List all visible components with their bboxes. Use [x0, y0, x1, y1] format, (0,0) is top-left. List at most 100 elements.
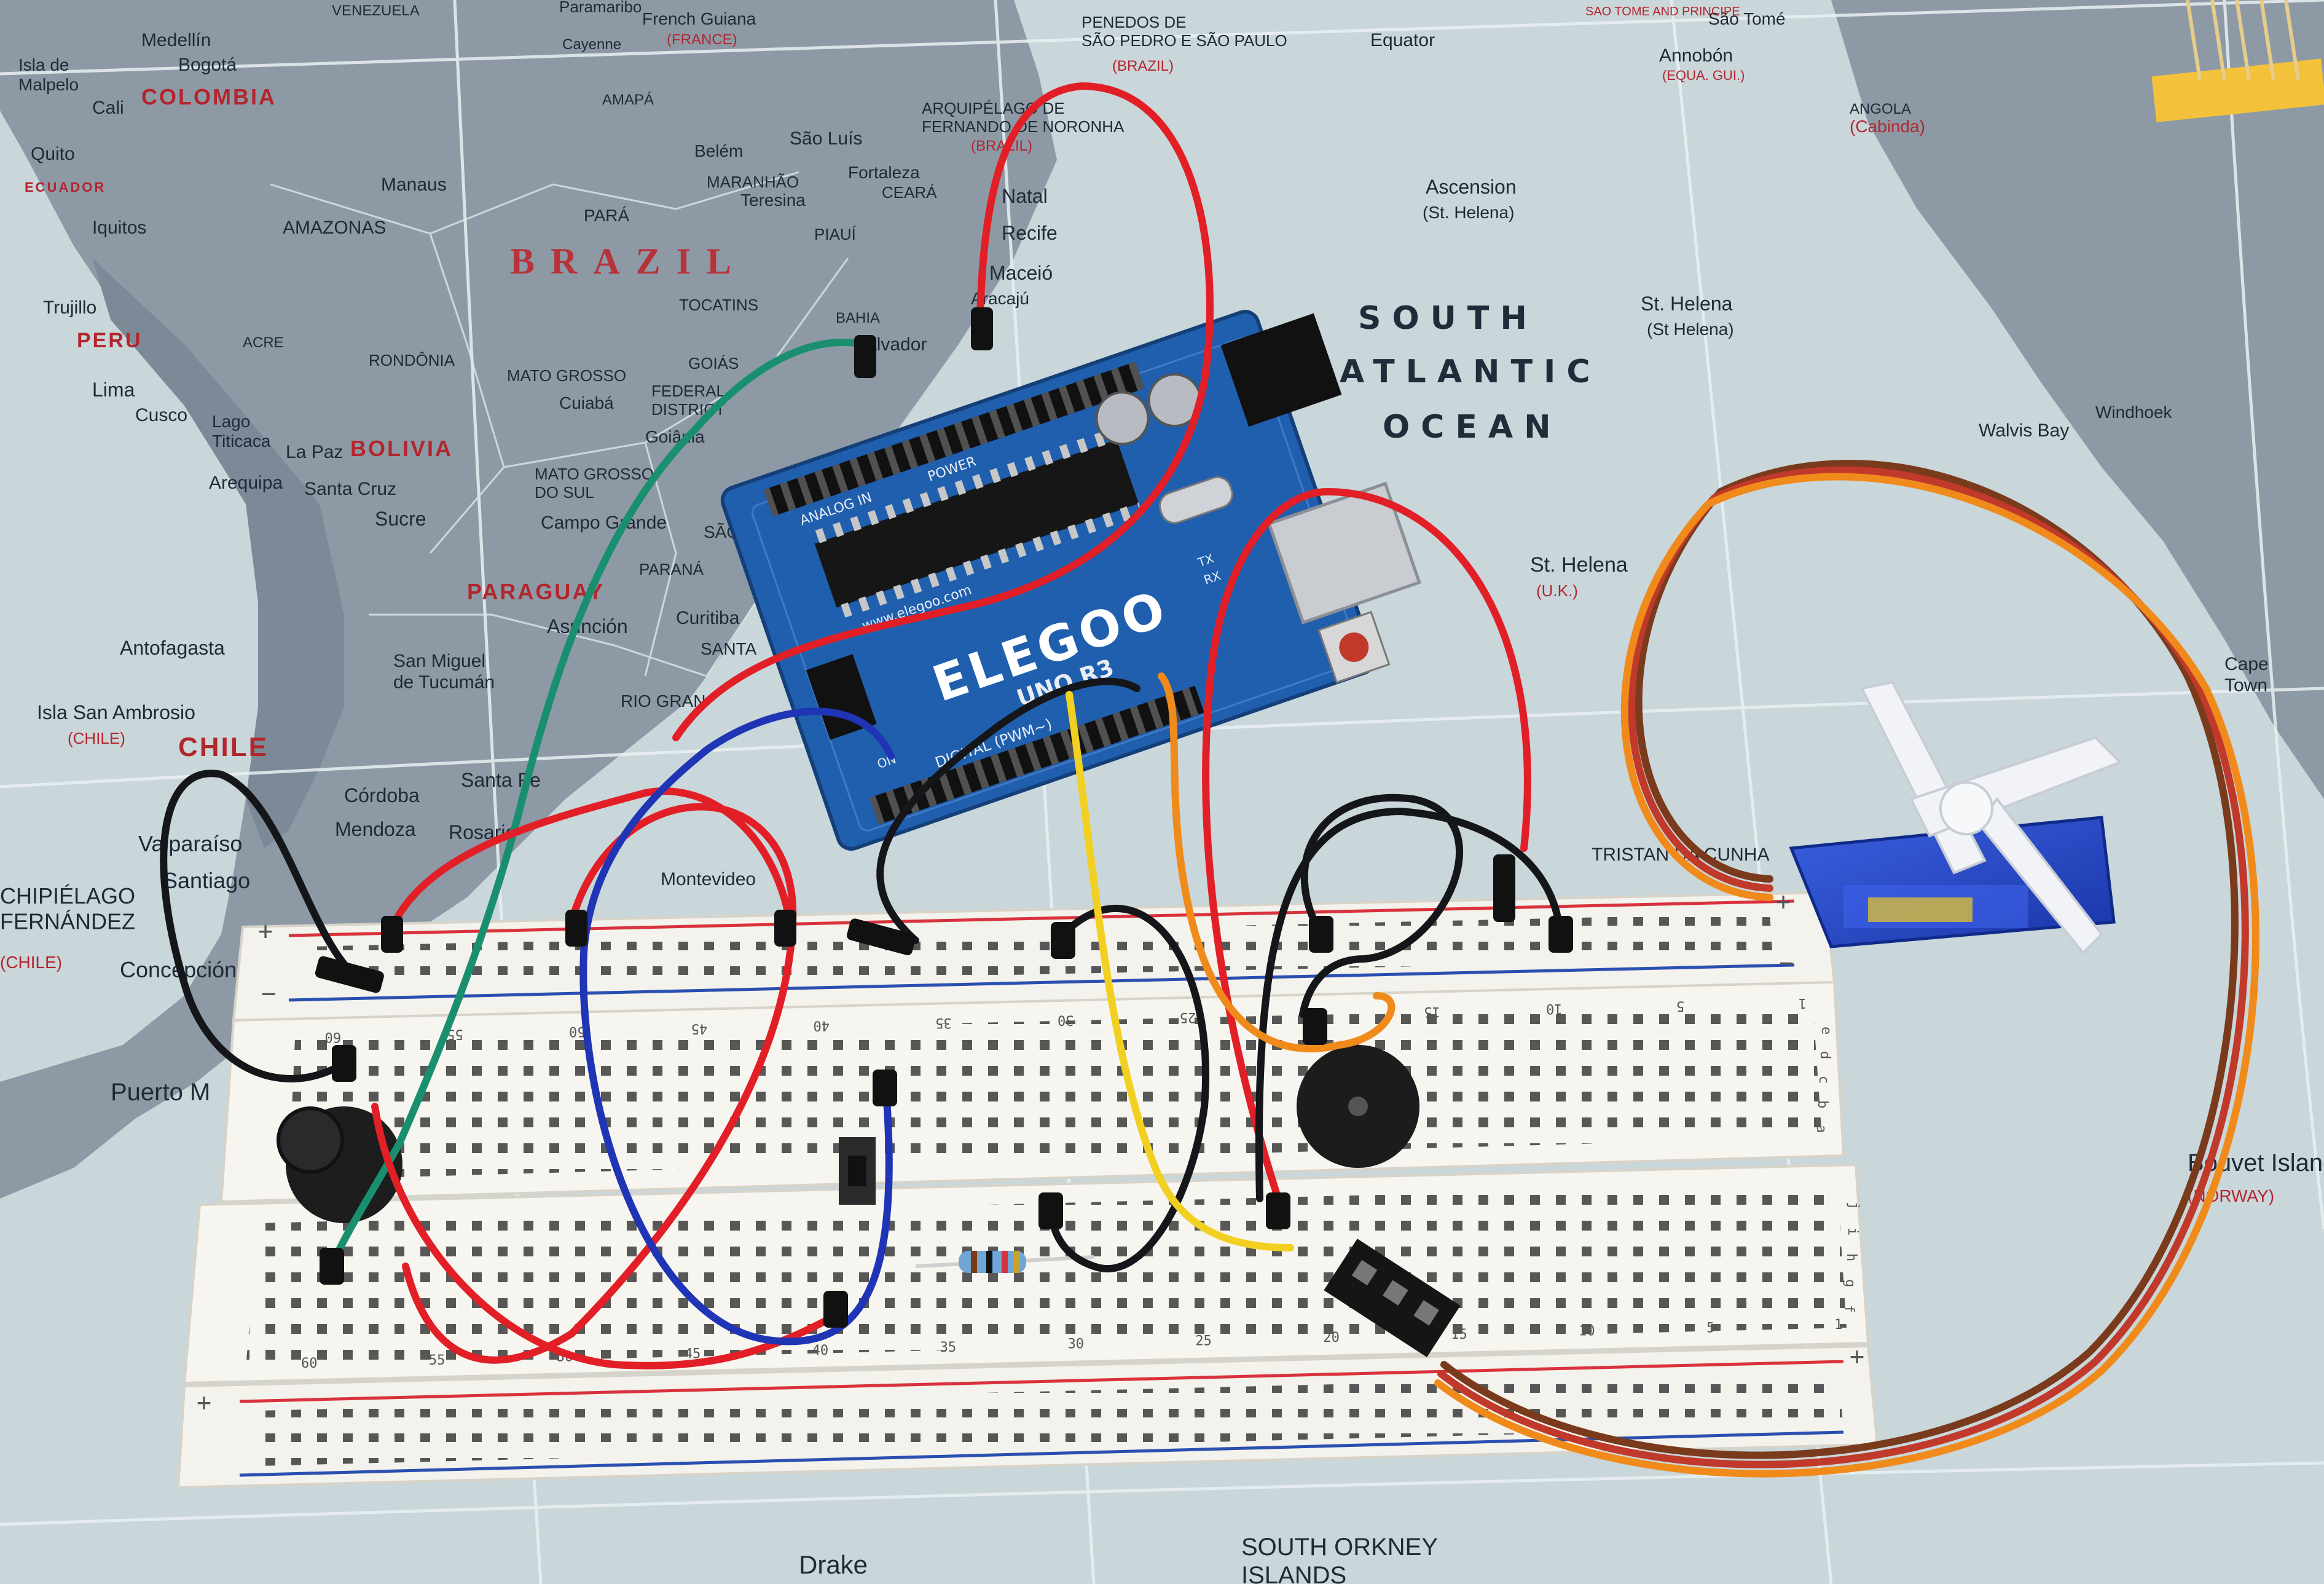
wire-black-left-loop	[160, 770, 360, 1082]
breadboard-column-number: 60	[301, 1356, 318, 1371]
map-label-walvis: Walvis Bay	[1979, 420, 2069, 441]
map-label-tocantins: TOCATINS	[679, 296, 758, 314]
map-label-medellin: Medellín	[141, 30, 211, 50]
svg-text:ATLANTIC: ATLANTIC	[1340, 353, 1601, 390]
map-label-fortaleza: Fortaleza	[848, 163, 920, 182]
breadboard-column-number: 30	[1068, 1337, 1085, 1352]
servo-cable-red	[1437, 466, 2249, 1468]
servo-cable-orange	[1434, 473, 2259, 1478]
country-label-peru: PERU	[77, 329, 142, 352]
map-label-acre: ACRE	[243, 334, 284, 351]
map-label-quito: Quito	[31, 144, 75, 164]
map-label-saotomeprincipe: SAO TOME AND PRINCIPE	[1585, 5, 1740, 18]
map-label-venezuela: VENEZUELA	[332, 2, 420, 19]
map-label-chile_sub2: (CHILE)	[0, 953, 62, 972]
map-label-angola: ANGOLA	[1850, 101, 1911, 117]
rail-plus-symbol-top-left: +	[258, 917, 273, 945]
breadboard-column-number: 5	[1676, 998, 1684, 1014]
map-label-goias: GOIÁS	[688, 354, 739, 372]
breadboard-column-number: 45	[691, 1020, 708, 1036]
map-label-ceara: CEARÁ	[882, 183, 937, 202]
africa-landmass	[1831, 0, 2324, 799]
map-label-ambrosio: Isla San Ambrosio	[37, 701, 195, 723]
map-label-para: PARÁ	[584, 206, 629, 225]
breadboard-column-number: 40	[812, 1343, 829, 1358]
wire-red-right	[1202, 487, 1531, 1202]
country-label-chile: CHILE	[178, 732, 269, 762]
jumper-wires	[160, 82, 2259, 1478]
rail-plus-symbol-bottom-right: +	[1850, 1342, 1864, 1371]
map-label-amapa: AMAPÁ	[602, 92, 654, 108]
breadboard-row-letter: i	[1845, 1227, 1860, 1235]
map-label-sucre: Sucre	[375, 508, 426, 530]
usb-b-port	[1267, 481, 1421, 625]
country-label-paraguay: PARAGUAY	[467, 579, 605, 604]
map-label-cusco: Cusco	[135, 405, 187, 425]
svg-text:SOUTH: SOUTH	[1358, 300, 1538, 337]
piezo-buzzer	[1297, 1045, 1419, 1168]
country-label-bolivia: BOLIVIA	[350, 436, 453, 461]
breadboard-column-number: 55	[429, 1353, 446, 1368]
map-label-teresina: Teresina	[740, 191, 806, 210]
ocean-label: SOUTH ATLANTIC OCEAN	[1340, 300, 1601, 446]
resistor-leads-top-right	[2186, 0, 2300, 81]
breadboard-column-number: 10	[1546, 1001, 1563, 1016]
map-label-paramaribo: Paramaribo	[559, 0, 642, 16]
map-label-asuncion: Asunción	[547, 615, 628, 637]
map-label-cayenne: Cayenne	[562, 36, 621, 53]
map-label-ascension: Ascension	[1426, 176, 1517, 198]
rail-plus-symbol-bottom-left: +	[197, 1389, 211, 1417]
map-label-chile_sub: (CHILE)	[68, 729, 125, 747]
map-label-equagui: (EQUA. GUI.)	[1662, 68, 1745, 83]
country-label-brazil: BRAZIL	[510, 241, 747, 282]
map-label-puertomontt: Puerto M	[111, 1079, 210, 1106]
map-label-riogrande: RIO GRAN	[621, 692, 705, 711]
map-label-sthelena: St. Helena	[1641, 293, 1733, 315]
wire-black-buzzer	[1299, 794, 1464, 1018]
map-label-amazonas: AMAZONAS	[283, 218, 386, 238]
map-label-brazil_sub: (BRAZIL)	[1112, 58, 1174, 74]
bottom-rail-holes	[258, 1372, 1843, 1466]
breadboard-column-number: 15	[1451, 1327, 1467, 1342]
bottom-rail-red-line	[239, 1360, 1844, 1403]
map-label-montevideo: Montevideo	[661, 869, 756, 889]
country-label-colombia: COLOMBIA	[141, 84, 277, 109]
map-label-santa: SANTA	[701, 639, 757, 658]
breadboard-column-number: 35	[935, 1015, 952, 1030]
breadboard-column-number: 15	[1424, 1004, 1440, 1019]
top-rail-blue-line	[288, 963, 1795, 1002]
servo-motor	[1789, 680, 2122, 955]
rail-minus-symbol-top-left: −	[261, 980, 276, 1008]
map-label-natal: Natal	[1002, 185, 1048, 207]
map-label-drake: Drake	[799, 1550, 868, 1579]
map-label-maranhao: MARANHÃO	[707, 173, 799, 191]
wire-green	[328, 338, 867, 1270]
map-label-trujillo: Trujillo	[43, 297, 96, 318]
map-label-santacruz: Santa Cruz	[304, 479, 396, 499]
wire-black-resistor	[1047, 904, 1210, 1273]
wire-red-cross	[390, 787, 796, 944]
breadboard-column-number: 60	[325, 1029, 342, 1044]
map-label-bahia: BAHIA	[836, 310, 880, 326]
breadboard-row-letter: e	[1818, 1026, 1834, 1034]
map-label-rondonia: RONDÔNIA	[369, 351, 455, 369]
map-label-curitiba: Curitiba	[676, 608, 740, 628]
map-label-windhoek: Windhoek	[2095, 403, 2173, 422]
map-label-frenchguiana: French Guiana	[642, 9, 756, 28]
breadboard-column-number: 1	[1834, 1317, 1842, 1333]
breadboard-row-letter: j	[1846, 1202, 1861, 1210]
pacific-coast	[0, 111, 264, 1082]
map-label-mendoza: Mendoza	[335, 818, 416, 840]
map-label-valparaiso: Valparaíso	[138, 831, 242, 856]
top-terminal-holes	[289, 1003, 1822, 1180]
push-button	[839, 1137, 876, 1205]
map-label-parana: PARANÁ	[639, 560, 704, 578]
atmega-chip	[814, 439, 1139, 608]
breadboard-column-number: 35	[940, 1340, 957, 1355]
